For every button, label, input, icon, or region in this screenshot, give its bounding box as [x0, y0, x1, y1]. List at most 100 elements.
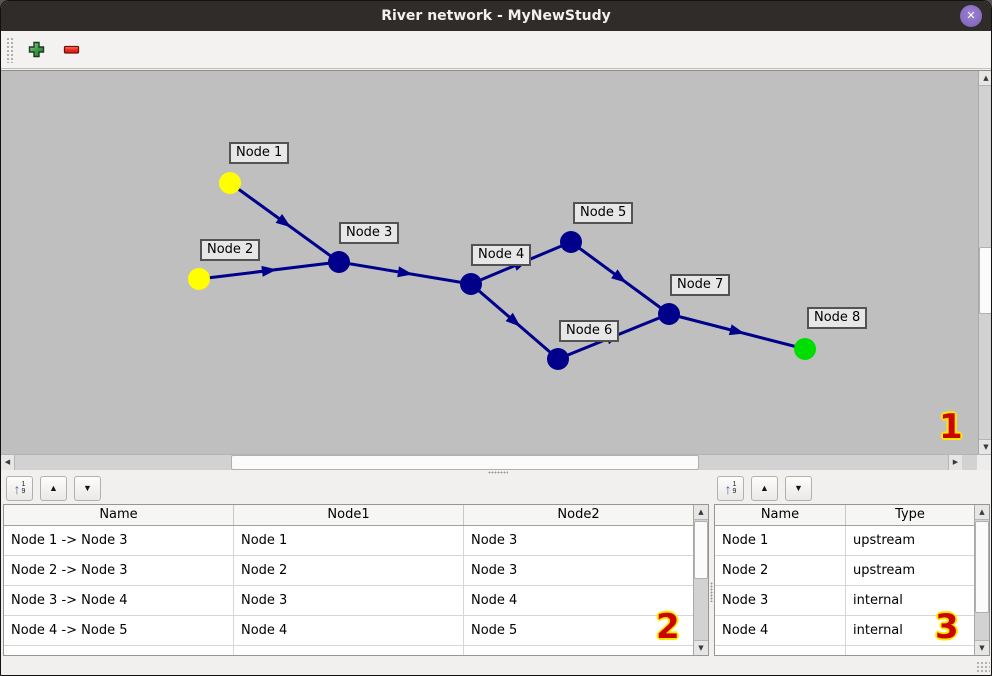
- scroll-down-arrow-icon[interactable]: ▼: [979, 439, 991, 454]
- table-cell[interactable]: Node 1: [715, 526, 846, 556]
- links-move-up-button[interactable]: ▲: [40, 476, 67, 501]
- scroll-left-arrow-icon[interactable]: ◀: [1, 455, 15, 470]
- node-label[interactable]: Node 1: [229, 142, 290, 164]
- table-cell[interactable]: Node 3 -> Node 4: [4, 586, 234, 616]
- scroll-down-arrow-icon[interactable]: ▼: [975, 640, 989, 655]
- links-move-down-button[interactable]: ▼: [74, 476, 101, 501]
- nodes-move-up-button[interactable]: ▲: [751, 476, 778, 501]
- river-node[interactable]: [658, 303, 680, 325]
- table-cell[interactable]: Node 4: [234, 616, 464, 646]
- pane-splitter[interactable]: [1, 470, 991, 475]
- nodes-table-scrollbar[interactable]: ▲ ▼: [974, 505, 989, 655]
- close-button[interactable]: ✕: [960, 5, 982, 27]
- table-cell[interactable]: [4, 646, 234, 655]
- table-cell[interactable]: Node 1: [234, 526, 464, 556]
- table-cell[interactable]: Node 4: [464, 586, 693, 616]
- resize-grip-icon[interactable]: [976, 661, 990, 674]
- table-splitter[interactable]: [709, 504, 714, 656]
- table-cell[interactable]: Node 3: [464, 556, 693, 586]
- add-button[interactable]: [23, 37, 49, 63]
- scroll-up-arrow-icon[interactable]: ▲: [694, 505, 708, 520]
- column-header[interactable]: Node2: [557, 507, 600, 522]
- canvas-vertical-scrollbar[interactable]: ▲ ▼: [978, 71, 991, 454]
- canvas-horizontal-scrollbar[interactable]: ◀ ▶: [1, 454, 977, 470]
- table-cell[interactable]: Node 3: [715, 586, 846, 616]
- table-row[interactable]: [4, 646, 693, 655]
- node-label[interactable]: Node 3: [339, 222, 400, 244]
- table-cell[interactable]: Node 2: [234, 556, 464, 586]
- river-node[interactable]: [219, 172, 241, 194]
- table-cell[interactable]: [715, 646, 846, 655]
- links-table-scrollbar[interactable]: ▲ ▼: [693, 505, 708, 655]
- node-label[interactable]: Node 7: [670, 274, 731, 296]
- column-header[interactable]: Node1: [234, 505, 464, 525]
- titlebar[interactable]: River network - MyNewStudy ✕: [1, 1, 991, 31]
- table-cell[interactable]: Node 1 -> Node 3: [4, 526, 234, 556]
- table-cell[interactable]: Node 5: [464, 616, 693, 646]
- up-triangle-icon: ▲: [49, 483, 58, 493]
- statusbar: [1, 657, 991, 675]
- nodes-move-down-button[interactable]: ▼: [785, 476, 812, 501]
- river-node[interactable]: [560, 231, 582, 253]
- river-node[interactable]: [328, 251, 350, 273]
- splitter-grip-icon: [488, 471, 508, 474]
- table-cell[interactable]: Node 4: [715, 616, 846, 646]
- node-label[interactable]: Node 6: [559, 320, 620, 342]
- column-header[interactable]: Type: [895, 507, 925, 522]
- table-cell[interactable]: [234, 646, 464, 655]
- node-label[interactable]: Node 4: [471, 244, 532, 266]
- node-label[interactable]: Node 8: [807, 307, 868, 329]
- river-node[interactable]: [547, 348, 569, 370]
- toolbar-grip-handle[interactable]: [6, 36, 14, 63]
- table-cell[interactable]: internal: [846, 586, 974, 616]
- vertical-scrollbar-thumb[interactable]: [979, 247, 991, 314]
- table-cell[interactable]: [846, 646, 974, 655]
- scroll-up-arrow-icon[interactable]: ▲: [979, 71, 991, 86]
- node-label[interactable]: Node 2: [200, 239, 261, 261]
- table-cell[interactable]: Node 3: [464, 526, 693, 556]
- table-cell[interactable]: Node 2 -> Node 3: [4, 556, 234, 586]
- splitter-grip-icon: [710, 582, 713, 602]
- horizontal-scrollbar-thumb[interactable]: [231, 455, 699, 470]
- column-header[interactable]: Name: [715, 505, 846, 525]
- river-node[interactable]: [794, 338, 816, 360]
- table-cell[interactable]: [464, 646, 693, 655]
- remove-button[interactable]: [58, 37, 84, 63]
- close-icon: ✕: [966, 10, 976, 22]
- table-cell[interactable]: upstream: [846, 556, 974, 586]
- table-cell[interactable]: Node 4 -> Node 5: [4, 616, 234, 646]
- links-scrollbar-thumb[interactable]: [694, 521, 708, 579]
- main-toolbar: [1, 31, 991, 69]
- scroll-right-arrow-icon[interactable]: ▶: [948, 455, 962, 470]
- table-cell[interactable]: internal: [846, 616, 974, 646]
- scroll-down-arrow-icon[interactable]: ▼: [694, 640, 708, 655]
- canvas-area: Node 1 Node 2 Node 3 Node 4 Node 5 Node 6 Node…: [1, 70, 991, 454]
- add-plus-icon: [28, 41, 45, 58]
- node-label[interactable]: Node 5: [573, 202, 634, 224]
- up-triangle-icon: ▲: [760, 483, 769, 493]
- river-network-canvas[interactable]: Node 1 Node 2 Node 3 Node 4 Node 5 Node 6 Node…: [1, 71, 978, 454]
- table-row[interactable]: [715, 646, 974, 655]
- column-header[interactable]: Name: [4, 505, 234, 525]
- nodes-scrollbar-thumb[interactable]: [975, 521, 989, 613]
- river-node[interactable]: [188, 268, 210, 290]
- scroll-up-arrow-icon[interactable]: ▲: [975, 505, 989, 520]
- table-cell[interactable]: upstream: [846, 526, 974, 556]
- river-node[interactable]: [460, 273, 482, 295]
- table-cell[interactable]: Node 2: [715, 556, 846, 586]
- table-cell[interactable]: Node 3: [234, 586, 464, 616]
